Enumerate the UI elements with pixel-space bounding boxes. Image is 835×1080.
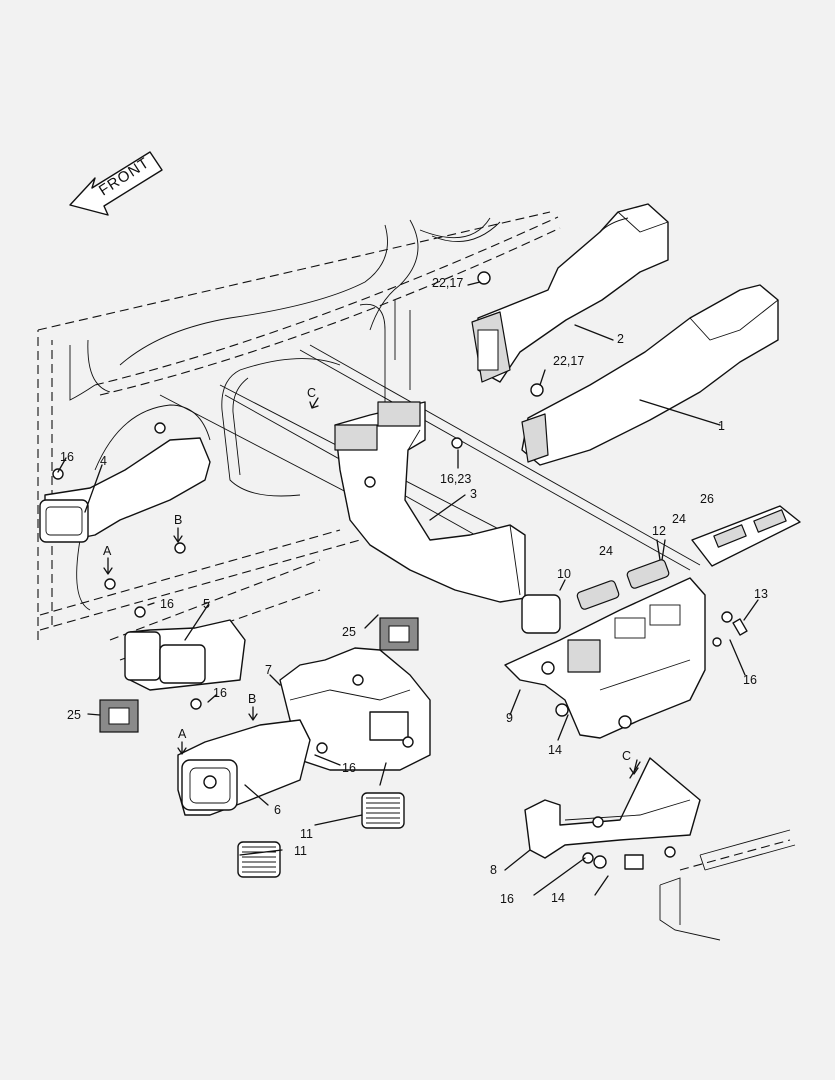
duct-part-3 (334, 401, 526, 603)
part-26 (691, 505, 801, 567)
callout-10: 10 (557, 567, 571, 581)
callout-6: 6 (274, 803, 281, 817)
callout-25-lower: 25 (67, 708, 81, 722)
detail-mark-a-upper: A (103, 544, 112, 558)
callout-1: 1 (718, 419, 725, 433)
callout-8: 8 (490, 863, 497, 877)
callout-14-lower: 14 (551, 891, 565, 905)
duct-part-2 (471, 203, 669, 383)
duct-part-6 (177, 719, 311, 816)
detail-mark-c-lower: C (622, 749, 631, 763)
detail-marks: A A B B C C (103, 386, 639, 775)
callout-13: 13 (754, 587, 768, 601)
callout-24-left: 24 (599, 544, 613, 558)
leader-lines (57, 281, 759, 896)
callout-7: 7 (265, 663, 272, 677)
duct-part-4 (39, 437, 211, 543)
callout-16-b: 16 (160, 597, 174, 611)
duct-part-5 (124, 619, 246, 691)
callout-2: 2 (617, 332, 624, 346)
fasteners (52, 271, 748, 869)
callout-11-lower: 11 (294, 844, 307, 858)
callout-16-a: 16 (60, 450, 74, 464)
rail (699, 829, 796, 871)
detail-mark-c-upper: C (307, 386, 316, 400)
callout-22-17-lower: 22,17 (553, 354, 584, 368)
callout-11-upper: 11 (300, 827, 313, 841)
panel-part-9 (504, 577, 706, 739)
detail-mark-b-upper: B (174, 513, 182, 527)
callout-22-17-upper: 22,17 (432, 276, 463, 290)
callout-26: 26 (700, 492, 714, 506)
callout-9: 9 (506, 711, 513, 725)
grille-11-upper (361, 792, 405, 829)
callout-25-upper: 25 (342, 625, 356, 639)
detail-mark-b-lower: B (248, 692, 256, 706)
part-10 (521, 594, 561, 634)
callout-16-23: 16,23 (440, 472, 471, 486)
duct-part-1 (521, 284, 779, 466)
grille-11-lower (237, 841, 281, 878)
front-direction-arrow: FRONT (69, 151, 163, 216)
callout-12: 12 (652, 524, 666, 538)
vent-12 (626, 559, 670, 589)
detail-mark-a-lower: A (178, 727, 187, 741)
callout-24-right: 24 (672, 512, 686, 526)
callout-16-d: 16 (342, 761, 356, 775)
callout-labels: 1 2 3 4 5 6 7 8 9 10 11 11 12 13 14 14 1… (60, 276, 768, 906)
callout-16-f: 16 (500, 892, 514, 906)
callout-4: 4 (100, 454, 107, 468)
callout-16-e: 16 (743, 673, 757, 687)
callout-3: 3 (470, 487, 477, 501)
callout-16-c: 16 (213, 686, 227, 700)
vent-24-left (576, 580, 620, 610)
panel-part-8 (524, 757, 701, 870)
callout-14-upper: 14 (548, 743, 562, 757)
callout-5: 5 (203, 597, 210, 611)
